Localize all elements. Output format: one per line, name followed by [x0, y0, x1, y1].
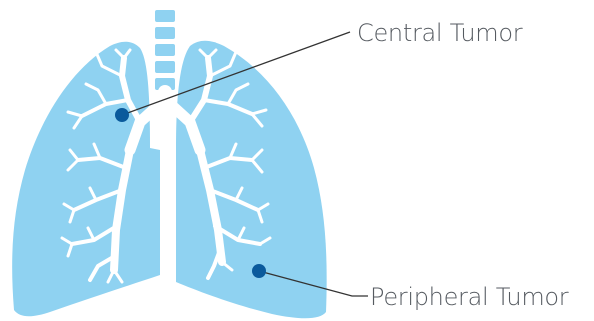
trachea [155, 10, 175, 90]
peripheral-tumor-dot [252, 264, 266, 278]
central-tumor-dot [115, 108, 129, 122]
central-tumor-label: Central Tumor [357, 19, 523, 47]
peripheral-tumor-label: Peripheral Tumor [370, 283, 569, 311]
right-lung [176, 41, 327, 319]
